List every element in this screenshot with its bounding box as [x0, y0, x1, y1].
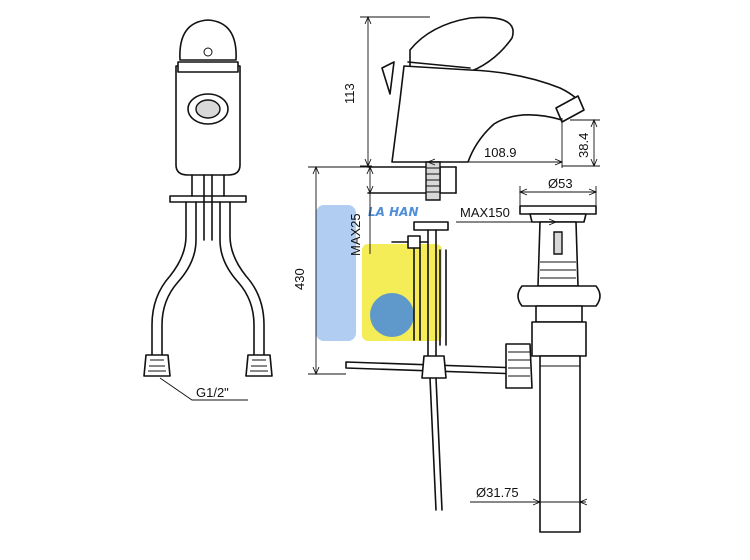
- dim-113-label: 113: [342, 83, 357, 104]
- shank-lower: [427, 229, 437, 361]
- cap-ring: [177, 61, 239, 73]
- side-view: [345, 16, 585, 511]
- hose-tube-a: [413, 247, 421, 341]
- hose-right: [219, 201, 255, 356]
- lever-screw-icon: [203, 47, 213, 57]
- mounting-plate: [169, 195, 247, 203]
- drain-tail-upper: [535, 305, 583, 323]
- underside-plate: [413, 221, 449, 231]
- hose-left-inner: [151, 201, 187, 356]
- nut-left-threads: [148, 359, 166, 372]
- faucet-body-front: [175, 65, 241, 176]
- dim-31-75-label: Ø31.75: [476, 485, 519, 500]
- dim-108-9-label: 108.9: [484, 145, 517, 160]
- dim-max150-label: MAX150: [460, 205, 510, 220]
- front-view: G1/2": [143, 19, 273, 401]
- dim-430-label: 430: [292, 268, 307, 290]
- lever-top: [179, 19, 237, 61]
- popup-drain-view: [505, 205, 601, 533]
- handle-lever: [381, 61, 395, 95]
- dim-430-ext: [308, 166, 368, 375]
- hose-left: [161, 201, 197, 356]
- dim-53-arrows: [518, 188, 598, 196]
- nut-right-threads: [250, 359, 268, 372]
- deck-face: [439, 166, 457, 194]
- watermark-blue-bar: [316, 205, 356, 341]
- spout-outlet: [555, 95, 585, 123]
- dimension-lines: 113 108.9 38.4 MAX25 430 Ø53 MAX150 Ø31.: [292, 15, 600, 506]
- dim-max150-arrow: [548, 218, 558, 226]
- dim-max25-arrows: [366, 165, 374, 195]
- drain-cap: [519, 205, 597, 215]
- dim-53-label: Ø53: [548, 176, 573, 191]
- dim-31-75-arrows: [532, 498, 588, 506]
- dim-53-ext: [519, 186, 597, 206]
- hose-right-inner: [229, 201, 265, 356]
- popup-rod-vertical: [429, 377, 443, 511]
- valve-body: [407, 235, 421, 249]
- drain-tee: [531, 321, 587, 357]
- dim-108-9-arrows: [426, 158, 564, 166]
- spout-seam: [407, 61, 471, 69]
- thread-leader: [159, 377, 248, 401]
- popup-nut: [421, 355, 447, 379]
- drain-flange: [529, 213, 587, 223]
- hose-tube-b: [439, 249, 447, 346]
- drain-threads: [540, 261, 576, 279]
- dim-38-4-label: 38.4: [576, 133, 591, 158]
- dim-113-arrows: [364, 15, 372, 168]
- watermark-blue-dot: [370, 293, 414, 337]
- dim-430-arrows: [312, 165, 320, 376]
- aerator-inner-icon: [195, 99, 221, 119]
- watermark-text: LA HAN: [368, 205, 418, 219]
- drain-lock-nut: [517, 285, 601, 307]
- spout-lever: [409, 16, 514, 75]
- aerator-outer-icon: [187, 93, 229, 125]
- dim-38-4-arrows: [590, 118, 598, 168]
- pivot-nut: [505, 343, 533, 389]
- threaded-rod: [203, 174, 213, 241]
- dim-max25-label: MAX25: [348, 213, 363, 256]
- drain-tail-pipe: [539, 355, 581, 533]
- watermark-logo: LA HAN: [316, 205, 442, 341]
- shank-thread-lines: [426, 167, 440, 193]
- pivot-threads: [508, 351, 530, 377]
- drain-slot-icon: [553, 231, 563, 255]
- thread-label: G1/2": [196, 385, 229, 400]
